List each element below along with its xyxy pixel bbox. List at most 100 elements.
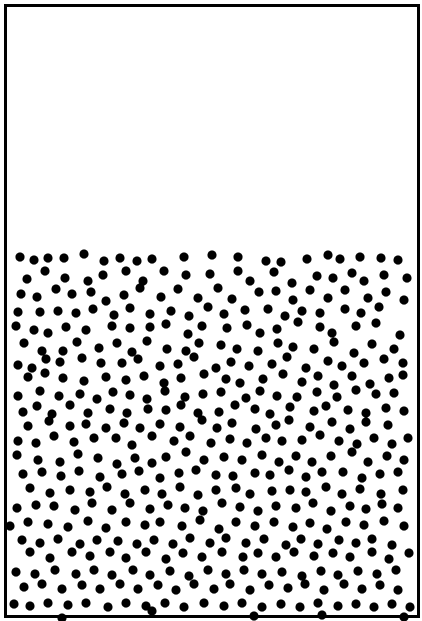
particle-dot — [63, 600, 72, 609]
particle-dot — [242, 438, 251, 447]
particle-dot — [271, 420, 280, 429]
particle-dot — [228, 471, 237, 480]
particle-dot — [365, 379, 374, 388]
particle-dot — [233, 252, 242, 261]
particle-dot — [85, 487, 94, 496]
particle-dot — [296, 534, 305, 543]
particle-dot — [51, 284, 60, 293]
particle-dot — [250, 468, 259, 477]
particle-dot — [221, 569, 230, 578]
particle-dot — [313, 598, 322, 607]
particle-dot — [72, 337, 81, 346]
particle-dot — [395, 330, 404, 339]
particle-dot — [30, 569, 39, 578]
particle-dot — [367, 339, 376, 348]
particle-dot — [157, 489, 166, 498]
particle-dot — [399, 295, 408, 304]
particle-dot — [387, 599, 396, 608]
particle-dot — [301, 363, 310, 372]
particle-dot — [328, 273, 337, 282]
particle-dot — [147, 431, 156, 440]
particle-dot — [121, 598, 130, 607]
particle-dot — [40, 266, 49, 275]
particle-dot — [337, 361, 346, 370]
particle-dot — [197, 321, 206, 330]
particle-dot — [305, 518, 314, 527]
particle-dot — [245, 585, 254, 594]
particle-dot — [55, 457, 64, 466]
particle-dot — [405, 602, 414, 611]
particle-dot — [285, 402, 294, 411]
particle-dot — [49, 431, 58, 440]
particle-dot — [35, 307, 44, 316]
particle-dot — [178, 548, 187, 557]
particle-dot — [18, 469, 27, 478]
particle-dot — [135, 423, 144, 432]
particle-dot — [35, 538, 44, 547]
particle-dot — [58, 346, 67, 355]
particle-dot — [162, 344, 171, 353]
particle-dot — [328, 548, 337, 557]
particle-dot — [317, 467, 326, 476]
particle-dot — [273, 338, 282, 347]
particle-dot — [54, 391, 63, 400]
particle-dot — [241, 393, 250, 402]
particle-dot — [43, 519, 52, 528]
particle-dot — [155, 361, 164, 370]
particle-dot — [174, 468, 183, 477]
particle-dot — [145, 570, 154, 579]
particle-dot — [145, 504, 154, 513]
particle-dot — [345, 552, 354, 561]
particle-dot — [369, 433, 378, 442]
particle-dot — [357, 584, 366, 593]
particle-dot — [238, 552, 247, 561]
particle-dot — [173, 284, 182, 293]
particle-dot — [271, 501, 280, 510]
particle-dot — [300, 579, 309, 588]
particle-dot — [159, 378, 168, 387]
particle-dot — [121, 517, 130, 526]
particle-dot — [180, 392, 189, 401]
particle-dot — [205, 538, 214, 547]
particle-dot — [29, 255, 38, 264]
particle-dot — [301, 472, 310, 481]
particle-dot — [312, 271, 321, 280]
particle-dot — [230, 400, 239, 409]
particle-dot — [315, 430, 324, 439]
particle-dot — [19, 338, 28, 347]
particle-dot — [112, 338, 121, 347]
particle-dot — [355, 484, 364, 493]
particle-dot — [147, 458, 156, 467]
particle-dot — [75, 539, 84, 548]
particle-dot — [191, 465, 200, 474]
particle-dot — [81, 325, 90, 334]
particle-dot — [277, 567, 286, 576]
particle-dot — [160, 386, 169, 395]
particle-dot — [37, 467, 46, 476]
particle-dot — [119, 418, 128, 427]
particle-dot — [383, 420, 392, 429]
particle-dot — [109, 310, 118, 319]
particle-dot — [393, 467, 402, 476]
particle-dot — [44, 416, 53, 425]
particle-dot — [297, 435, 306, 444]
particle-dot — [94, 343, 103, 352]
particle-dot — [12, 503, 21, 512]
particle-dot — [301, 487, 310, 496]
particle-dot — [71, 569, 80, 578]
particle-dot — [12, 450, 21, 459]
particle-dot — [403, 433, 412, 442]
particle-dot — [88, 304, 97, 313]
particle-dot — [326, 451, 335, 460]
particle-dot — [142, 394, 151, 403]
particle-dot — [31, 438, 40, 447]
particle-dot — [32, 292, 41, 301]
particle-dot — [107, 570, 116, 579]
particle-dot — [121, 375, 130, 384]
particle-dot — [183, 329, 192, 338]
particle-dot — [367, 534, 376, 543]
particle-dot — [216, 387, 225, 396]
particle-dot — [250, 521, 259, 530]
particle-dot — [193, 490, 202, 499]
particle-dot — [199, 369, 208, 378]
